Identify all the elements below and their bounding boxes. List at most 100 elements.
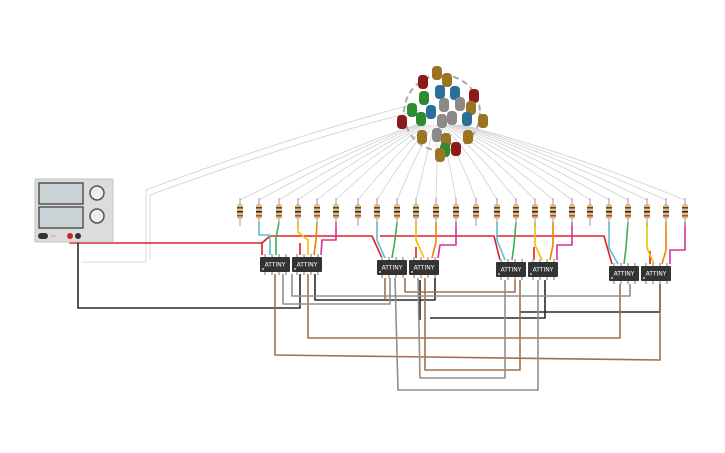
led[interactable] [466, 101, 476, 115]
led[interactable] [469, 89, 479, 103]
signal-wire[interactable] [496, 222, 506, 261]
ground-wire[interactable] [314, 274, 661, 320]
chip-label: ATTINY [501, 267, 522, 274]
signal-wire[interactable] [275, 221, 280, 255]
resistor[interactable] [374, 198, 380, 226]
resistor[interactable] [606, 198, 612, 226]
resistor[interactable] [625, 198, 631, 226]
chip-label: ATTINY [382, 265, 403, 272]
resistor[interactable] [394, 198, 400, 226]
led[interactable] [417, 130, 427, 144]
led[interactable] [447, 111, 457, 125]
resistor[interactable] [453, 198, 459, 226]
attiny-chip[interactable]: ATTINY [496, 259, 526, 280]
led[interactable] [450, 86, 460, 100]
led[interactable] [462, 112, 472, 126]
chip-label: ATTINY [297, 262, 318, 269]
resistor[interactable] [569, 198, 575, 226]
voltage-knob[interactable] [89, 185, 105, 201]
resistor[interactable] [256, 198, 262, 226]
resistor[interactable] [663, 198, 669, 226]
attiny-chip[interactable]: ATTINY [609, 263, 639, 284]
signal-wire[interactable] [669, 222, 686, 264]
signal-wire[interactable] [307, 274, 621, 339]
attiny-chip[interactable]: ATTINY [528, 259, 558, 280]
signal-wire[interactable] [297, 222, 309, 255]
attiny-chip[interactable]: ATTINY [409, 257, 439, 278]
led-wire [239, 124, 417, 201]
signal-wire[interactable] [258, 222, 271, 255]
resistor[interactable] [682, 198, 688, 226]
signal-wire[interactable] [608, 222, 619, 265]
led[interactable] [426, 105, 436, 119]
led-wire [445, 124, 536, 201]
signal-wire[interactable] [661, 222, 667, 265]
signal-wire[interactable] [320, 222, 337, 256]
resistor[interactable] [333, 198, 339, 226]
led[interactable] [407, 103, 417, 117]
led[interactable] [432, 128, 442, 142]
resistor[interactable] [587, 198, 593, 226]
attiny-chip[interactable]: ATTINY [641, 263, 671, 284]
led[interactable] [442, 73, 452, 87]
signal-wire[interactable] [376, 222, 386, 259]
led[interactable] [455, 97, 465, 111]
attiny-chip[interactable]: ATTINY [260, 254, 290, 275]
power-switch[interactable] [38, 233, 48, 239]
current-knob[interactable] [89, 208, 105, 224]
attiny-chip[interactable]: ATTINY [292, 254, 322, 275]
signal-wire[interactable] [511, 221, 517, 261]
signal-wire[interactable] [274, 274, 661, 361]
led[interactable] [419, 91, 429, 105]
resistor[interactable] [644, 198, 650, 226]
signal-wire[interactable] [534, 222, 543, 261]
resistor[interactable] [494, 198, 500, 226]
signal-wire[interactable] [282, 274, 391, 305]
led[interactable] [418, 75, 428, 89]
signal-wire[interactable] [646, 222, 655, 265]
power-supply[interactable]: OFF [34, 178, 114, 243]
signal-wire[interactable] [404, 278, 516, 293]
led[interactable] [439, 98, 449, 112]
signal-wire[interactable] [417, 277, 506, 379]
power-wire[interactable] [299, 243, 651, 264]
led-wire [396, 124, 433, 201]
resistor[interactable] [276, 198, 282, 226]
resistor[interactable] [532, 198, 538, 226]
led[interactable] [435, 85, 445, 99]
power-wire[interactable] [261, 235, 613, 265]
signal-wire[interactable] [431, 222, 437, 259]
led[interactable] [432, 66, 442, 80]
led[interactable] [451, 142, 461, 156]
resistor[interactable] [237, 198, 243, 226]
signal-wire[interactable] [291, 274, 631, 297]
attiny-chip[interactable]: ATTINY [377, 257, 407, 278]
led[interactable] [397, 115, 407, 129]
led[interactable] [416, 112, 426, 126]
resistor[interactable] [295, 198, 301, 226]
resistor[interactable] [473, 198, 479, 226]
resistor[interactable] [513, 198, 519, 226]
led[interactable] [435, 148, 445, 162]
signal-wire[interactable] [391, 221, 398, 259]
ground-wire[interactable] [77, 236, 301, 309]
resistor[interactable] [413, 198, 419, 226]
led[interactable] [463, 130, 473, 144]
signal-wire[interactable] [623, 221, 629, 265]
negative-terminal[interactable] [75, 233, 81, 239]
positive-terminal[interactable] [67, 233, 73, 239]
resistor[interactable] [433, 198, 439, 226]
signal-wire[interactable] [394, 277, 539, 391]
led[interactable] [437, 114, 447, 128]
resistor[interactable] [550, 198, 556, 226]
led[interactable] [478, 114, 488, 128]
signal-wire[interactable] [549, 222, 554, 261]
resistor[interactable] [355, 198, 361, 226]
signal-wire[interactable] [437, 222, 457, 259]
signal-wire[interactable] [313, 221, 318, 256]
led-wire [461, 124, 686, 201]
signal-wire[interactable] [415, 222, 425, 259]
resistor[interactable] [314, 198, 320, 226]
signal-wire[interactable] [556, 222, 573, 260]
